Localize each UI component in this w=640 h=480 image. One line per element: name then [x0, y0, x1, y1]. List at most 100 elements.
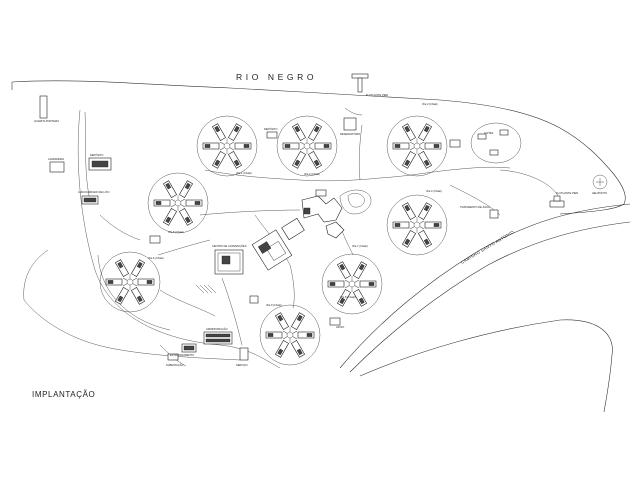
chalet-roof [423, 238, 430, 246]
small-box-bottom [329, 317, 341, 326]
cottage-cluster [386, 115, 448, 177]
chalet-roof [358, 263, 365, 271]
label-reservatorio: RESERVATÓRIO [340, 131, 360, 136]
suites-oval [470, 122, 522, 164]
cluster-path [122, 277, 128, 281]
access-road [339, 203, 631, 413]
cottage-cluster [259, 304, 321, 366]
chalet [417, 202, 433, 220]
chalet [274, 340, 290, 358]
cottage-cluster [386, 194, 448, 256]
cluster-path [170, 204, 176, 208]
chalet-roof [284, 144, 291, 148]
river-shoreline [11, 80, 626, 215]
river-label: RIO NEGRO [236, 72, 317, 82]
chalet-roof [165, 182, 172, 190]
chalet-roof [184, 216, 191, 224]
heliponto [592, 174, 608, 190]
chalet [178, 208, 194, 226]
chalet-roof [214, 125, 221, 133]
chalet-roof [194, 201, 201, 205]
label-apoio: APOIO [336, 325, 344, 329]
chalet-roof [146, 280, 153, 284]
cluster-path [282, 330, 288, 334]
cluster-hub [174, 199, 182, 207]
central-complex [301, 189, 372, 239]
chalet [401, 202, 417, 220]
chalet [211, 123, 227, 141]
cluster-ring [99, 251, 161, 313]
cluster-ring [259, 304, 321, 366]
chalet-roof [423, 204, 430, 212]
cottage-cluster [321, 253, 383, 315]
cluster-path [229, 141, 235, 145]
chalet [114, 287, 130, 305]
chalet-roof [433, 223, 440, 227]
chalet-roof [136, 295, 143, 303]
reservatorio-box [343, 117, 357, 131]
chalet [417, 151, 433, 169]
cluster-path [354, 279, 360, 283]
chalet-roof [233, 125, 240, 133]
deposito-building-2 [266, 131, 278, 139]
cluster-path [132, 277, 138, 281]
cluster-path [354, 285, 360, 289]
chalet-roof [277, 348, 284, 356]
cluster-hub [413, 221, 421, 229]
cluster-ring [196, 115, 258, 177]
cluster-path [409, 141, 415, 145]
cluster-path [409, 226, 415, 230]
chalet-roof [107, 280, 114, 284]
cluster-hub [303, 142, 311, 150]
chalet-roof [404, 238, 411, 246]
administration-complex [167, 331, 249, 361]
chalet-roof [323, 144, 330, 148]
cluster-ring [276, 115, 338, 177]
chalet-roof [339, 297, 346, 305]
label-suites: SUÍTES [484, 131, 494, 135]
cluster-path [344, 285, 350, 289]
chalet [336, 261, 352, 279]
label-almoxarifado: ALMOXARIFADO DE LIXO [78, 190, 109, 194]
cluster-path [299, 147, 305, 151]
label-cluster-4: Vila 4 (Chalé) [426, 189, 442, 193]
lavanderia-building [49, 161, 65, 173]
cluster-path [229, 147, 235, 151]
chalet-roof [117, 295, 124, 303]
cluster-path [299, 141, 305, 145]
chalet [211, 151, 227, 169]
chalet-roof [306, 333, 313, 337]
chalet-roof [404, 204, 411, 212]
cluster-ring [386, 115, 448, 177]
cluster-ring [386, 194, 448, 256]
chalet [114, 259, 130, 277]
chalet-roof [404, 159, 411, 167]
chalet-roof [243, 144, 250, 148]
chalet-roof [394, 144, 401, 148]
label-centro-convencoes: CENTRO DE CONVENÇÕES [212, 243, 247, 248]
label-cluster-6: Vila 6 (Chalé) [148, 256, 164, 260]
chalet-roof [294, 125, 301, 133]
label-guard-left: GUARITA PORTARIA [34, 119, 59, 123]
cluster-hub [223, 142, 231, 150]
cottage-cluster [276, 115, 338, 177]
cluster-path [180, 204, 186, 208]
label-heliponto: HELIPONTO [592, 191, 607, 195]
cluster-ring [147, 172, 209, 234]
label-cluster-9: Vila 9 (Chalé) [266, 303, 282, 307]
cluster-path [419, 147, 425, 151]
cottage-cluster [147, 172, 209, 234]
cluster-path [170, 198, 176, 202]
pier-top [351, 73, 369, 93]
chalet [401, 123, 417, 141]
label-subestacao: SUBESTAÇÃO [166, 362, 184, 367]
chalet [162, 208, 178, 226]
small-box-cluster4 [449, 139, 461, 148]
small-box-mid [249, 295, 259, 304]
chalet [307, 151, 323, 169]
cluster-path [309, 147, 315, 151]
chalet-roof [165, 216, 172, 224]
chalet-roof [423, 159, 430, 167]
chalet-roof [184, 182, 191, 190]
